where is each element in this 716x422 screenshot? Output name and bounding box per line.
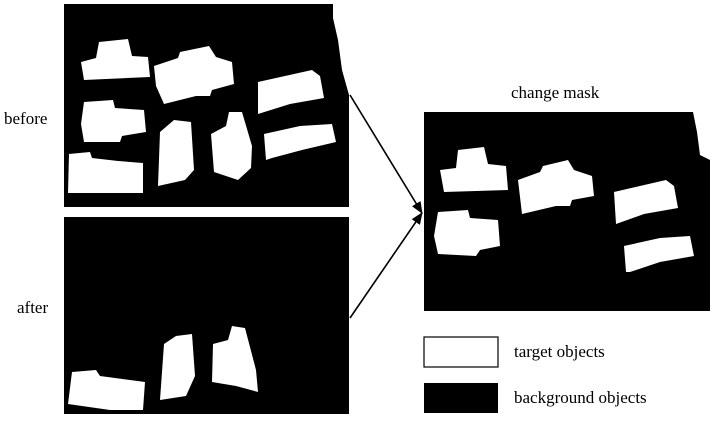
legend-background-label: background objects	[514, 388, 647, 407]
building	[154, 46, 234, 104]
building	[624, 236, 694, 272]
building	[68, 370, 145, 410]
legend-background-swatch	[424, 383, 498, 413]
before-buildings	[68, 39, 336, 193]
building	[81, 39, 150, 80]
change-mask-image	[424, 112, 710, 311]
change-mask-label: change mask	[511, 83, 600, 102]
building	[212, 326, 258, 392]
arrow-before-to-mask	[349, 94, 423, 214]
building	[614, 180, 678, 224]
after-image	[64, 217, 349, 414]
building	[211, 112, 252, 180]
building	[81, 100, 146, 142]
building	[518, 160, 594, 214]
building	[440, 147, 508, 192]
after-buildings	[68, 326, 258, 410]
building	[264, 124, 336, 160]
after-label: after	[17, 298, 49, 317]
building	[434, 210, 500, 256]
building	[258, 70, 324, 114]
before-label: before	[4, 109, 48, 128]
building	[158, 120, 194, 186]
legend-target-swatch	[423, 336, 499, 368]
change-mask-buildings	[434, 147, 694, 272]
building	[160, 334, 195, 400]
legend-target-label: target objects	[514, 342, 605, 361]
building	[68, 152, 143, 193]
before-image	[64, 4, 349, 207]
arrow-after-to-mask	[349, 212, 423, 319]
